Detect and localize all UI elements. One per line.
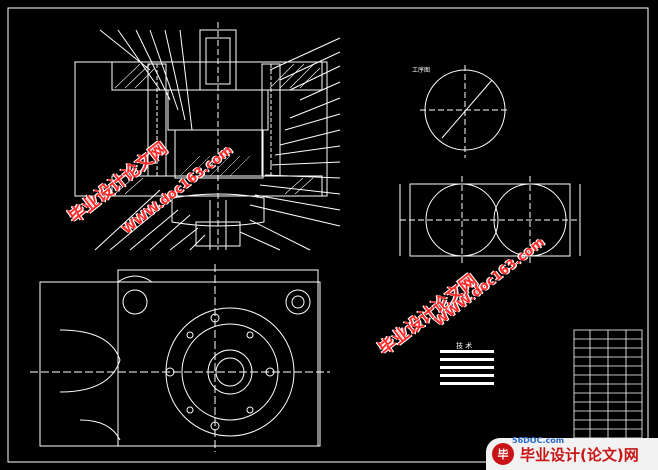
notes-lines <box>440 350 494 385</box>
plan-view <box>30 264 330 452</box>
sketch-label: 工序图 <box>412 67 431 74</box>
section-view <box>74 22 341 251</box>
site-logo-icon: 毕 <box>492 443 514 465</box>
banner-domain: 56DOC.com <box>512 436 565 445</box>
banner-site-text: 毕业设计(论文)网 <box>520 445 639 464</box>
notes-title: 技 术 <box>456 342 473 350</box>
title-block <box>573 329 643 439</box>
process-sketch <box>399 65 581 264</box>
drawing-frame <box>7 7 649 463</box>
site-banner[interactable]: 56DOC.com 毕 毕业设计(论文)网 <box>486 436 658 470</box>
